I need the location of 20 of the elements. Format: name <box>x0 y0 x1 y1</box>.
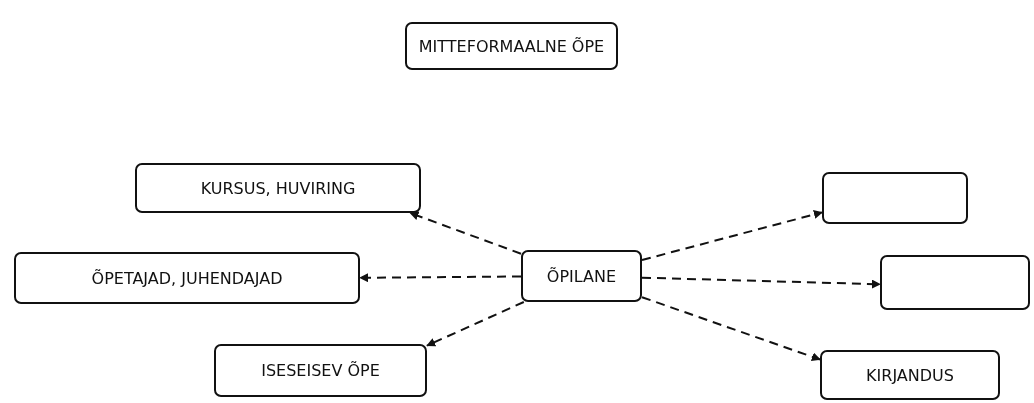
dashed-arrow <box>641 296 821 362</box>
label-box <box>820 350 1000 400</box>
dashed-arrow <box>359 273 522 283</box>
empty-box <box>822 172 968 224</box>
label-box <box>135 163 421 213</box>
dashed-arrow <box>409 211 522 255</box>
box-label: ÕPILANE <box>546 266 617 286</box>
box-label: ÕPETAJAD, JUHENDAJAD <box>91 268 283 288</box>
box-label: KIRJANDUS <box>866 365 954 385</box>
dashed-arrow <box>641 276 881 289</box>
label-box <box>214 344 427 397</box>
empty-box <box>880 255 1030 310</box>
box-label: ISESEISEV ÕPE <box>261 361 380 380</box>
box-label: MITTEFORMAALNE ÕPE <box>418 36 605 56</box>
label-box <box>405 22 618 70</box>
box-label: KURSUS, HUVIRING <box>200 178 356 198</box>
dashed-arrow <box>641 210 823 261</box>
dashed-arrow <box>426 301 525 347</box>
label-box <box>521 250 642 302</box>
label-box <box>14 252 360 304</box>
